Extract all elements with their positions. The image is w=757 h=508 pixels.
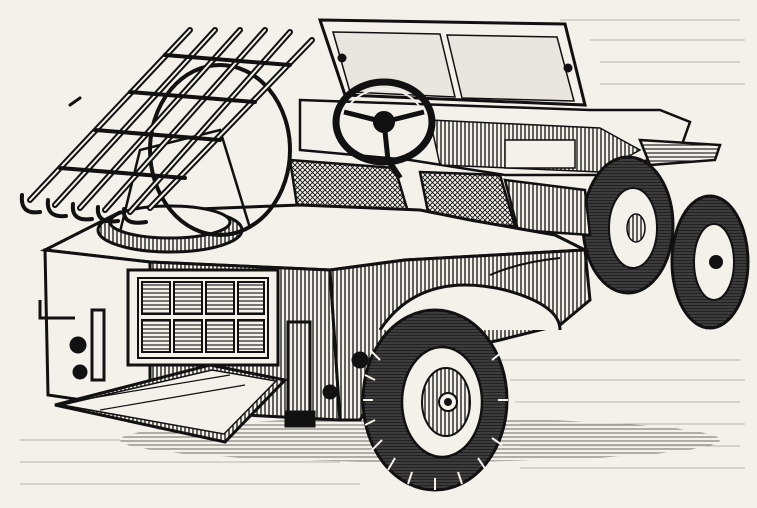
steering-wheel-icon (332, 78, 436, 180)
tailgate-ramp (54, 363, 288, 444)
seats (288, 158, 592, 237)
rear-wheel-near (581, 155, 675, 295)
rear-wheel-far (670, 194, 750, 330)
ammo-rack-icon (126, 268, 280, 367)
launcher-turret (96, 63, 292, 254)
rear-fender (638, 138, 722, 167)
rocket-launcher-icon (19, 27, 315, 225)
windshield (317, 18, 587, 107)
handles (38, 300, 369, 428)
background-text-shadow (20, 19, 745, 485)
wheel-icon (361, 308, 509, 492)
